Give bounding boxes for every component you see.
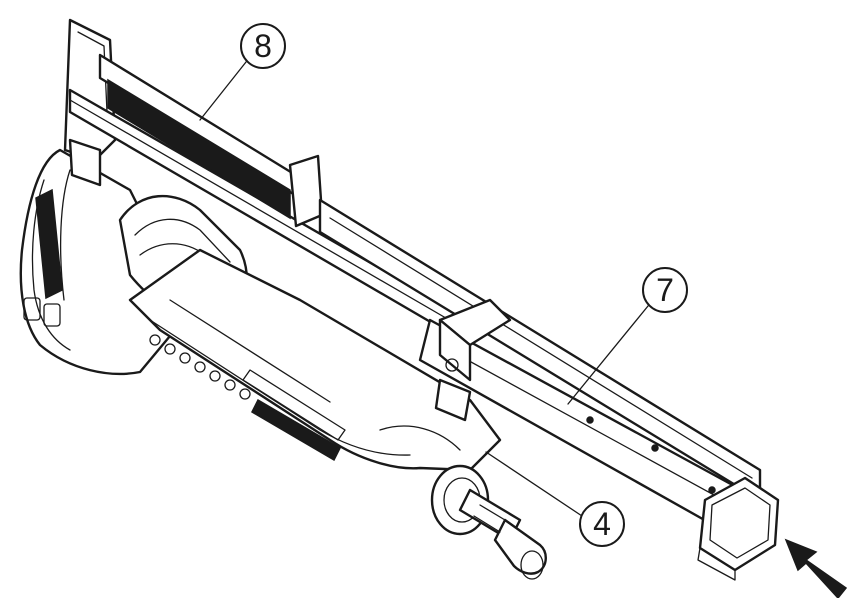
callout-8: 8 (240, 23, 286, 69)
magazine-upper (63, 18, 472, 347)
push-arrow-icon (784, 538, 848, 598)
magazine-rail (318, 198, 762, 542)
rail-hole-icon (651, 444, 659, 452)
air-fitting (430, 464, 547, 580)
rear-button-icon (43, 303, 61, 327)
tool-cylinder (128, 248, 502, 472)
callout-7: 7 (642, 267, 688, 313)
callout-4-label: 4 (593, 506, 611, 542)
leader-line-7 (567, 305, 649, 405)
pusher-cap (697, 476, 780, 581)
vent-holes (149, 334, 251, 400)
callout-8-label: 8 (254, 28, 272, 64)
rail-hole-icon (586, 416, 594, 424)
rail-hole-icon (708, 486, 716, 494)
leader-line-4 (485, 451, 583, 517)
callout-4: 4 (579, 501, 625, 547)
leader-line-8 (199, 61, 247, 121)
rear-button-icon (23, 297, 41, 321)
callout-7-label: 7 (656, 272, 674, 308)
